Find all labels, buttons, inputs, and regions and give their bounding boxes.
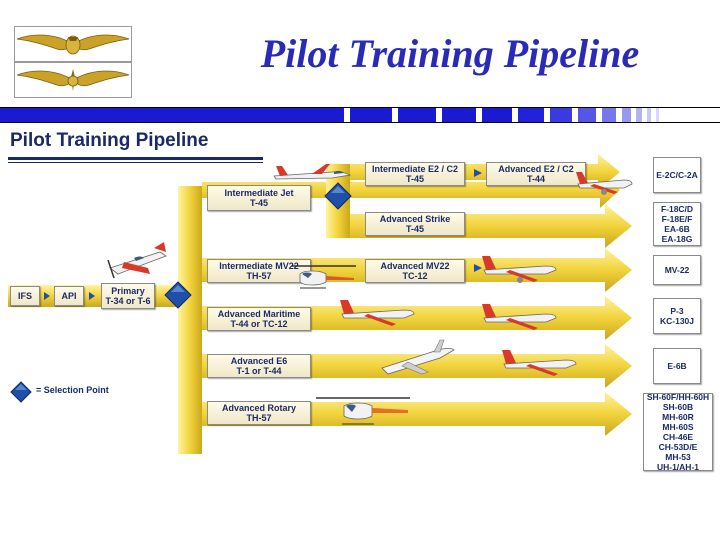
dest-e6b: E-6B xyxy=(653,348,701,384)
stage-advanced-e2c2: Advanced E2 / C2 T-44 xyxy=(486,162,586,186)
stage-intermediate-jet: Intermediate Jet T-45 xyxy=(207,185,311,211)
dest-mv22: MV-22 xyxy=(653,255,701,285)
header-stripe xyxy=(0,107,720,123)
flow-arrow-1 xyxy=(474,169,482,177)
stage-primary: Primary T-34 or T-6 xyxy=(101,283,155,309)
stage-intermediate-e2c2: Intermediate E2 / C2 T-45 xyxy=(365,162,465,186)
twin-prop-aircraft-icon xyxy=(576,172,633,195)
stage-advanced-maritime: Advanced Maritime T-44 or TC-12 xyxy=(207,307,311,331)
legend-label: = Selection Point xyxy=(36,385,109,395)
selection-point-primary xyxy=(164,281,192,309)
vertical-trunk xyxy=(178,186,202,454)
dest-strike-aircraft: F-18C/D F-18E/F EA-6B EA-18G xyxy=(653,202,701,246)
stage-advanced-mv22: Advanced MV22 TC-12 xyxy=(365,259,465,283)
selection-point-jet xyxy=(324,182,352,210)
flow-arrow-2 xyxy=(474,264,482,272)
dest-e2c-c2a: E-2C/C-2A xyxy=(653,157,701,193)
stage-advanced-strike: Advanced Strike T-45 xyxy=(365,212,465,236)
flow-arrowheads xyxy=(474,169,482,272)
arrow-intermediate-jet xyxy=(202,172,620,208)
naval-aviator-wings-icon xyxy=(14,26,132,62)
dest-rotary-aircraft: SH-60F/HH-60H SH-60B MH-60R MH-60S CH-46… xyxy=(643,392,713,472)
title-underline xyxy=(8,157,263,160)
slide-title: Pilot Training Pipeline xyxy=(260,31,640,76)
twin-prop-aircraft-icon xyxy=(502,350,577,376)
selection-point-diamond-icon xyxy=(10,381,32,403)
diagram-title: Pilot Training Pipeline xyxy=(10,130,209,151)
navy-wings-icon xyxy=(14,62,132,98)
flow-arrow-ifs xyxy=(44,292,50,300)
stage-advanced-rotary: Advanced Rotary TH-57 xyxy=(207,401,311,425)
helicopter-icon xyxy=(316,397,410,425)
twin-prop-aircraft-icon xyxy=(340,300,415,326)
twin-prop-aircraft-icon xyxy=(482,256,557,283)
business-jet-icon xyxy=(381,339,455,375)
stage-api: API xyxy=(54,286,84,306)
stage-intermediate-mv22: Intermediate MV22 TH-57 xyxy=(207,259,311,283)
flow-arrow-api xyxy=(89,292,95,300)
stage-advanced-e6: Advanced E6 T-1 or T-44 xyxy=(207,354,311,378)
jet-trainer-icon xyxy=(273,164,352,180)
helicopter-icon xyxy=(292,265,356,289)
stage-ifs: IFS xyxy=(10,286,40,306)
dest-p3-kc130j: P-3 KC-130J xyxy=(653,298,701,334)
title-underline-thin xyxy=(8,162,263,163)
twin-prop-aircraft-icon xyxy=(482,304,557,330)
prop-trainer-icon xyxy=(107,242,167,279)
flow-arrows-initial xyxy=(44,292,95,300)
